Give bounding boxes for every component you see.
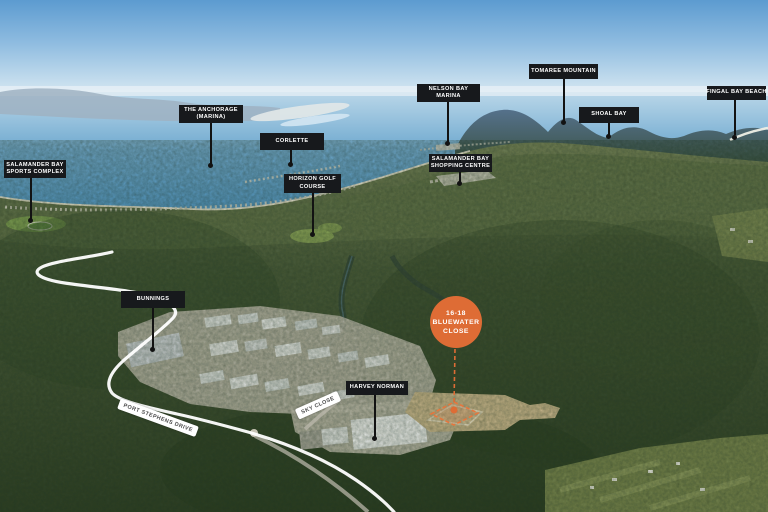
marker-text: BLUEWATER [432,318,480,326]
label-text: THE ANCHORAGE [184,106,238,113]
map-label-harvey-norman: HARVEY NORMAN [346,381,408,395]
marker-text: 16-18 [446,309,466,317]
label-text: FINGAL BAY BEACH [706,89,767,96]
route-highlight [35,250,396,512]
map-label-salamander-bay-sports-complex: SALAMANDER BAY SPORTS COMPLEX [4,160,66,178]
map-label-salamander-bay-shopping-centre: SALAMANDER BAY SHOPPING CENTRE [429,154,492,172]
property-marker: 16-18 BLUEWATER CLOSE [430,296,482,348]
map-label-corlette: CORLETTE [260,133,324,150]
leader-dot [606,134,611,139]
label-text: TOMAREE MOUNTAIN [531,67,596,74]
label-text: NELSON BAY [428,85,469,92]
leader-line [608,123,610,135]
leader-dot [208,163,213,168]
leader-line [290,150,292,163]
leader-dot [732,135,737,140]
leader-line [30,178,32,220]
leader-dot [372,436,377,441]
marker-text: CLOSE [443,327,469,335]
label-text: SHOPPING CENTRE [430,163,491,169]
marker-leader-line [453,348,456,405]
leader-line [374,395,376,437]
label-text: COURSE [299,183,326,190]
label-text: HARVEY NORMAN [349,384,405,391]
leader-line [447,102,449,142]
map-label-the-anchorage: THE ANCHORAGE (MARINA) [179,105,243,123]
leader-dot [457,181,462,186]
leader-dot [445,141,450,146]
label-text: SPORTS COMPLEX [6,169,64,175]
map-label-fingal-bay-beach: FINGAL BAY BEACH [706,86,767,100]
label-text: CORLETTE [275,137,309,144]
leader-dot [288,162,293,167]
label-text: (MARINA) [196,114,226,120]
label-text: MARINA [436,93,461,99]
leader-dot [310,232,315,237]
leader-line [210,123,212,164]
map-label-tomaree-mountain: TOMAREE MOUNTAIN [529,64,598,79]
label-text: HORIZON GOLF [288,176,337,182]
marker-leader-dot [450,406,458,414]
label-text: BUNNINGS [136,295,170,302]
leader-line [312,193,314,233]
map-label-shoal-bay: SHOAL BAY [579,107,639,123]
leader-dot [28,218,33,223]
site-boundary [429,401,480,426]
map-label-nelson-bay-marina: NELSON BAY MARINA [417,84,480,102]
map-label-bunnings: BUNNINGS [121,291,185,308]
leader-line [734,100,736,135]
label-text: SHOAL BAY [591,111,627,118]
label-text: SALAMANDER BAY [6,161,64,168]
leader-line [563,79,565,121]
leader-dot [561,120,566,125]
leader-line [152,308,154,348]
label-text: SALAMANDER BAY [431,155,490,162]
leader-line [459,172,461,182]
map-label-horizon-golf-course: HORIZON GOLF COURSE [284,174,341,193]
leader-dot [150,347,155,352]
